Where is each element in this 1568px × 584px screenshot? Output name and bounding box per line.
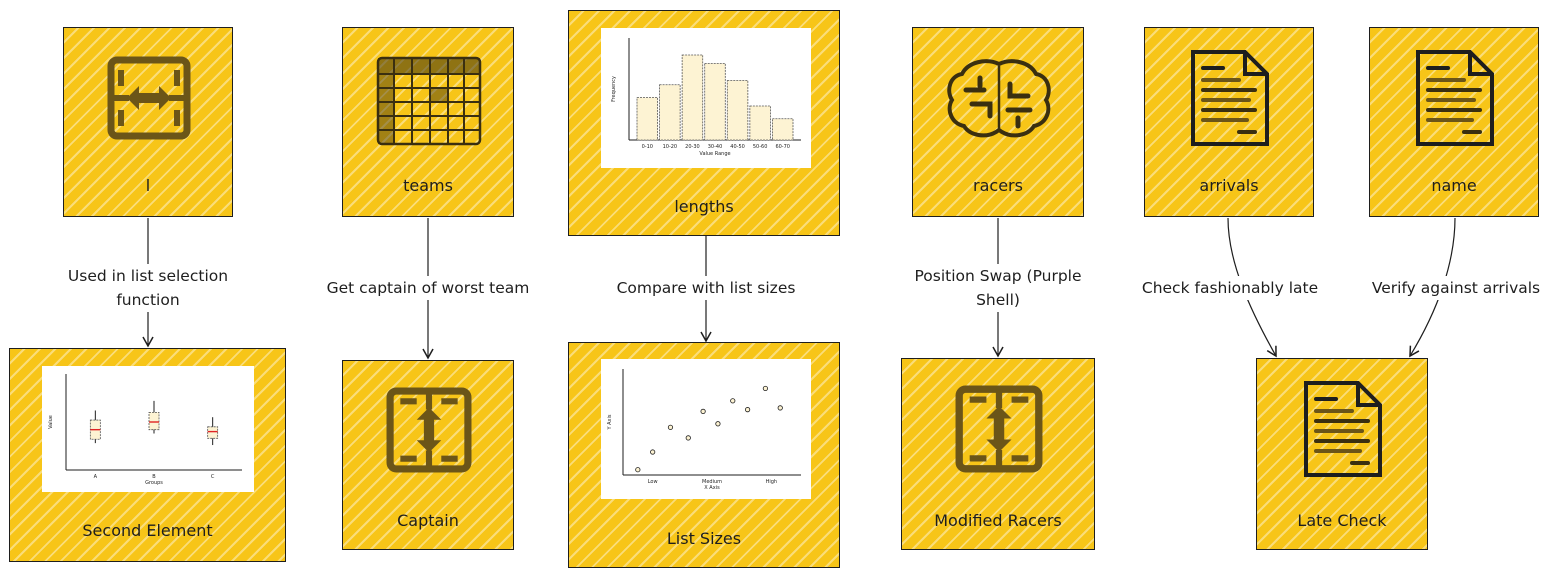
edge-label-text: Position Swap (Purple Shell) xyxy=(914,267,1082,309)
brain-icon xyxy=(947,59,1051,138)
node-teams[interactable]: teams xyxy=(342,27,514,217)
x-axis-label: Groups xyxy=(145,480,163,486)
x-tick-label: High xyxy=(766,479,778,485)
histogram-bar xyxy=(749,105,771,141)
x-tick-label: 20-30 xyxy=(685,144,700,150)
scatter-chart: Low Medium High X Axis Y Axis xyxy=(601,359,811,499)
edge-label-lengths-list-sizes: Compare with list sizes xyxy=(600,276,812,300)
node-label: l xyxy=(145,176,151,195)
node-late-check[interactable]: Late Check xyxy=(1256,358,1428,550)
edge-label-name-late-check: Verify against arrivals xyxy=(1358,276,1554,300)
histogram-bar xyxy=(772,118,794,141)
box-plot-chart: A B C Groups Value xyxy=(42,366,254,492)
node-racers[interactable]: racers xyxy=(912,27,1084,217)
x-tick-label: 50-60 xyxy=(753,144,768,150)
node-modified-racers[interactable]: Modified Racers xyxy=(901,358,1095,550)
x-tick-label: Medium xyxy=(702,479,722,485)
histogram-bar xyxy=(659,84,681,141)
node-list-sizes[interactable]: Low Medium High X Axis Y Axis List Sizes xyxy=(568,342,840,568)
node-name[interactable]: name xyxy=(1369,27,1539,217)
box-body xyxy=(207,426,219,439)
histogram-bar xyxy=(726,80,749,141)
edge-label-l-second-element: Used in list selection function xyxy=(40,264,256,312)
document-icon xyxy=(1416,50,1494,146)
scatter-point xyxy=(715,421,721,427)
x-tick-label: 40-50 xyxy=(730,144,745,150)
scatter-point xyxy=(685,435,691,441)
document-icon xyxy=(1191,50,1269,146)
edge-label-text: Verify against arrivals xyxy=(1371,279,1541,297)
node-label: teams xyxy=(403,176,453,195)
x-tick-label: C xyxy=(211,474,215,480)
x-tick-label: 60-70 xyxy=(775,144,790,150)
scatter-point xyxy=(650,449,656,455)
node-second-element[interactable]: A B C Groups Value Second Element xyxy=(9,348,286,562)
node-label: Modified Racers xyxy=(934,511,1062,530)
edge-label-text: Used in list selection function xyxy=(67,267,229,309)
document-icon xyxy=(1304,381,1382,477)
node-label: Late Check xyxy=(1297,511,1387,530)
x-tick-label: 0-10 xyxy=(642,144,653,150)
scatter-point xyxy=(762,385,768,392)
x-tick-label: 30-40 xyxy=(708,144,723,150)
histogram-chart: 0-10 10-20 20-30 30-40 40-50 50-60 60-70Value … xyxy=(601,28,811,168)
edge-label-racers-modified-racers: Position Swap (Purple Shell) xyxy=(900,264,1096,312)
scatter-point xyxy=(777,405,783,411)
histogram-bar xyxy=(681,54,704,141)
node-label: racers xyxy=(973,176,1023,195)
box-body xyxy=(148,412,160,431)
x-axis-label: Value Range xyxy=(699,151,730,157)
y-axis-label: Y Axis xyxy=(607,414,613,430)
x-tick-label: A xyxy=(94,474,98,480)
node-arrivals[interactable]: arrivals xyxy=(1144,27,1314,217)
node-label: arrivals xyxy=(1199,176,1259,195)
x-tick-label: 10-20 xyxy=(663,144,678,150)
scatter-point xyxy=(700,408,706,415)
y-axis-label: Frequency xyxy=(611,76,617,102)
expand-vertical-icon xyxy=(386,387,472,473)
node-label: lengths xyxy=(674,197,734,216)
histogram-bar xyxy=(636,97,658,141)
y-axis-label: Value xyxy=(48,415,54,429)
expand-vertical-icon xyxy=(955,385,1043,473)
table-grid-icon xyxy=(376,56,482,146)
edge-label-text: Check fashionably late xyxy=(1141,279,1319,297)
x-tick-label: Low xyxy=(648,479,658,485)
expand-horizontal-icon xyxy=(107,56,191,140)
x-tick-label: B xyxy=(152,474,156,480)
node-label: List Sizes xyxy=(666,529,742,548)
scatter-point xyxy=(667,424,674,430)
scatter-point xyxy=(730,398,736,404)
x-axis-label: X Axis xyxy=(704,485,720,491)
node-label: Captain xyxy=(397,511,459,530)
scatter-point xyxy=(745,407,751,413)
histogram-bar xyxy=(704,63,726,141)
node-label: name xyxy=(1431,176,1477,195)
node-l[interactable]: l xyxy=(63,27,233,217)
node-captain[interactable]: Captain xyxy=(342,360,514,550)
edge-label-teams-captain: Get captain of worst team xyxy=(314,276,542,300)
edge-label-text: Get captain of worst team xyxy=(326,279,530,297)
edge-label-arrivals-late-check: Check fashionably late xyxy=(1132,276,1328,300)
scatter-point xyxy=(635,467,641,473)
node-label: Second Element xyxy=(82,521,213,540)
edge-label-text: Compare with list sizes xyxy=(616,279,796,297)
